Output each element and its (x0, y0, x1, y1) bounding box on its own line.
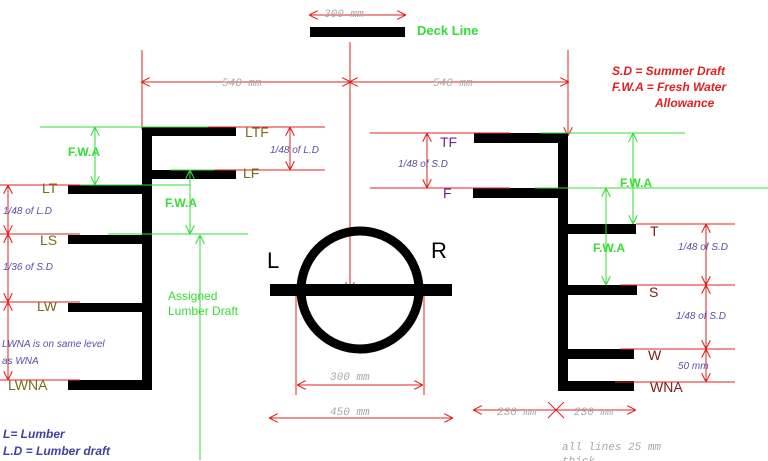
lwna-note-1: LWNA is on same level (2, 339, 105, 350)
lwna-note-2: as WNA (2, 356, 39, 367)
legend-sd: S.D = Summer Draft (612, 64, 726, 78)
left-540-label: 540 mm (222, 78, 262, 90)
legend-fwa: F.W.A = Fresh Water (612, 80, 727, 94)
assigned-1: Assigned (168, 289, 217, 303)
mark-t: T (650, 223, 659, 239)
legend-ld: L.D = Lumber draft (3, 444, 111, 458)
fwa-left-mid: F.W.A (165, 196, 197, 210)
note-line2: thick (562, 456, 595, 461)
t-s-1-48: 1/48 of S.D (678, 242, 728, 253)
right-540-label: 540 mm (433, 78, 473, 90)
bar-length-label: 450 mm (330, 407, 370, 419)
mark-lf: LF (243, 165, 259, 181)
mark-lw: LW (37, 298, 58, 314)
legend-l: L= Lumber (3, 427, 66, 441)
sd-1-36: 1/36 of S.D (3, 262, 53, 273)
right-230-label: 230 mm (574, 407, 614, 419)
disc-letter-r: R (431, 238, 447, 263)
assigned-2: Lumber Draft (168, 304, 239, 318)
ring-diameter-label: 300 mm (330, 372, 370, 384)
mark-s: S (649, 284, 658, 300)
mark-ls: LS (40, 232, 57, 248)
fwa-right-mid: F.W.A (593, 241, 625, 255)
deck-line-label: Deck Line (417, 23, 478, 38)
mark-f: F (443, 185, 452, 201)
disc-letter-l: L (267, 248, 279, 273)
fwa-left-top: F.W.A (68, 145, 100, 159)
mark-wna: WNA (650, 379, 683, 395)
ld-1-48-left: 1/48 of L.D (3, 206, 52, 217)
disc-horizontal-bar (270, 284, 452, 296)
w-wna-50: 50 mm (678, 361, 709, 372)
mark-w: W (648, 347, 662, 363)
s-w-1-48: 1/48 of S.D (676, 311, 726, 322)
tf-f-1-48: 1/48 of S.D (398, 159, 448, 170)
mark-lwna: LWNA (8, 377, 48, 393)
legend-fwa-cont: Allowance (654, 96, 715, 110)
mark-lt: LT (42, 180, 58, 196)
load-line-marks (473, 133, 637, 391)
lumber-marks (68, 127, 236, 390)
note-line1: all lines 25 mm (562, 442, 661, 454)
left-230-label: 230 mm (497, 407, 537, 419)
deck-line-bar (310, 27, 405, 37)
fwa-right-top: F.W.A (620, 176, 652, 190)
deck-width-label: 300 mm (324, 9, 364, 21)
ld-1-48-top: 1/48 of L.D (270, 145, 319, 156)
mark-tf: TF (440, 134, 457, 150)
mark-ltf: LTF (245, 124, 269, 140)
